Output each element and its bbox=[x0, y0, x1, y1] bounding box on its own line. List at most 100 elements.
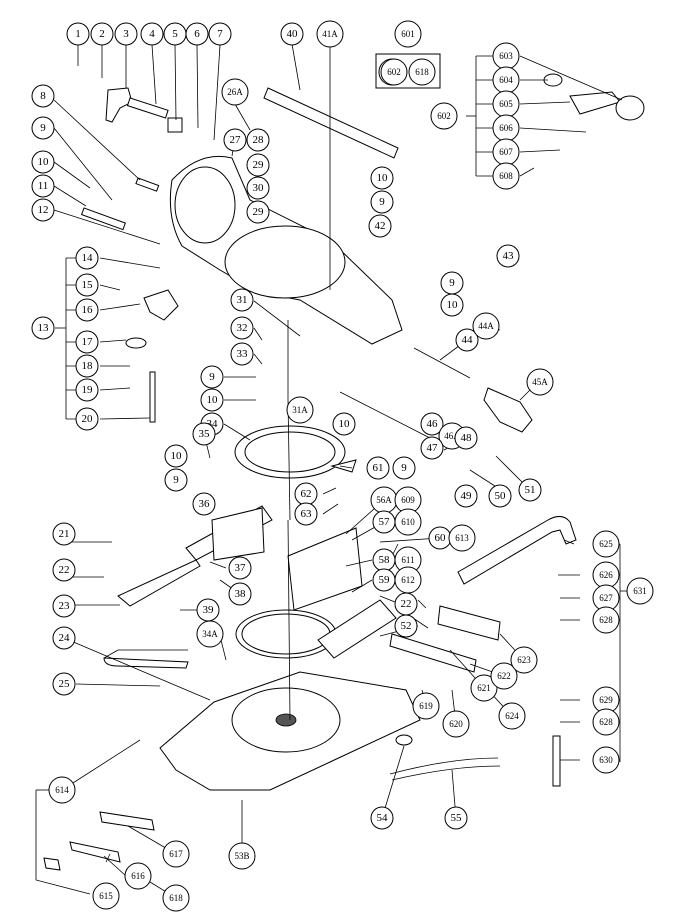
callout-circle bbox=[164, 468, 188, 492]
callout-44A: 44A bbox=[472, 312, 500, 340]
callout-label: 619 bbox=[419, 701, 433, 711]
callout-circle bbox=[48, 776, 76, 804]
callout-label: 61 bbox=[373, 462, 384, 474]
callout-15: 15 bbox=[75, 273, 99, 297]
callout-47: 47 bbox=[420, 436, 444, 460]
callout-label: 10 bbox=[207, 394, 219, 406]
callout-label: 50 bbox=[495, 490, 507, 502]
callout-circle bbox=[192, 492, 216, 516]
callout-label: 626 bbox=[599, 570, 613, 580]
callout-circle bbox=[185, 22, 209, 46]
callout-31A: 31A bbox=[286, 396, 314, 424]
callout-circle bbox=[592, 708, 620, 736]
callout-label: 26A bbox=[227, 87, 243, 97]
part-artwork bbox=[43, 73, 645, 871]
callout-circle bbox=[230, 288, 254, 312]
callout-label: 45A bbox=[532, 377, 548, 387]
callout-circle bbox=[392, 456, 416, 480]
callout-611: 611 bbox=[394, 546, 422, 574]
callout-618: 618 bbox=[162, 884, 190, 912]
callout-22: 22 bbox=[52, 558, 76, 582]
callout-45A: 45A bbox=[526, 368, 554, 396]
callout-label: 31A bbox=[292, 405, 308, 415]
callout-622: 622 bbox=[490, 662, 518, 690]
callout-circle bbox=[75, 354, 99, 378]
callout-circle bbox=[430, 102, 458, 130]
callout-624: 624 bbox=[498, 702, 526, 730]
callout-7: 7 bbox=[208, 22, 232, 46]
callout-49: 49 bbox=[454, 484, 478, 508]
callout-label: 22 bbox=[401, 598, 412, 610]
callout-label: 13 bbox=[38, 322, 50, 334]
callout-31: 31 bbox=[230, 288, 254, 312]
assembly-box-601 bbox=[375, 53, 441, 89]
callout-label: 2 bbox=[99, 28, 105, 40]
callout-30: 30 bbox=[246, 176, 270, 200]
callout-label: 44A bbox=[478, 321, 494, 331]
callout-circle bbox=[162, 840, 190, 868]
callout-circle bbox=[370, 190, 394, 214]
callout-circle bbox=[294, 502, 318, 526]
callout-label: 51 bbox=[525, 484, 536, 496]
callout-608: 608 bbox=[492, 162, 520, 190]
callout-label: 4 bbox=[149, 28, 155, 40]
callout-circle bbox=[52, 626, 76, 650]
callout-37: 37 bbox=[228, 556, 252, 580]
callout-label: 10 bbox=[377, 172, 389, 184]
callout-52: 52 bbox=[394, 614, 418, 638]
callout-22b: 22 bbox=[394, 592, 418, 616]
callout-label: 15 bbox=[82, 279, 94, 291]
callout-label: 36 bbox=[199, 498, 211, 510]
callout-34A: 34A bbox=[196, 620, 224, 648]
callout-label: 34A bbox=[202, 629, 218, 639]
callout-circle bbox=[286, 396, 314, 424]
callout-label: 615 bbox=[99, 891, 113, 901]
callout-circle bbox=[488, 484, 512, 508]
callout-628: 628 bbox=[592, 606, 620, 634]
callout-label: 18 bbox=[82, 360, 94, 372]
callout-circle bbox=[448, 524, 476, 552]
callout-8: 8 bbox=[31, 84, 55, 108]
callout-9: 9 bbox=[31, 116, 55, 140]
callout-63: 63 bbox=[294, 502, 318, 526]
callout-circle bbox=[140, 22, 164, 46]
callout-circle bbox=[455, 328, 479, 352]
callout-18: 18 bbox=[75, 354, 99, 378]
callout-14: 14 bbox=[75, 246, 99, 270]
callout-613: 613 bbox=[448, 524, 476, 552]
callout-label: 625 bbox=[599, 539, 613, 549]
callout-3: 3 bbox=[114, 22, 138, 46]
callout-38: 38 bbox=[228, 582, 252, 606]
callout-6: 6 bbox=[185, 22, 209, 46]
callout-623: 623 bbox=[510, 646, 538, 674]
callout-label: 34 bbox=[207, 418, 219, 430]
callout-label: 28 bbox=[253, 134, 265, 146]
callout-circle bbox=[221, 78, 249, 106]
callout-614: 614 bbox=[48, 776, 76, 804]
callout-label: 611 bbox=[401, 555, 414, 565]
callout-9f: 9 bbox=[392, 456, 416, 480]
callout-2: 2 bbox=[90, 22, 114, 46]
callout-circle bbox=[380, 58, 408, 86]
callout-label: 35 bbox=[199, 428, 211, 440]
callout-24: 24 bbox=[52, 626, 76, 650]
callout-label: 9 bbox=[209, 371, 215, 383]
callout-circle bbox=[280, 22, 304, 46]
callout-50: 50 bbox=[488, 484, 512, 508]
callout-17: 17 bbox=[75, 330, 99, 354]
callout-label: 601 bbox=[401, 29, 415, 39]
callout-circle bbox=[192, 422, 216, 446]
callout-circle bbox=[408, 58, 436, 86]
callout-circle bbox=[472, 312, 500, 340]
callout-28: 28 bbox=[246, 128, 270, 152]
callout-11: 11 bbox=[31, 174, 55, 198]
callout-circle bbox=[75, 330, 99, 354]
callout-label: 49 bbox=[461, 490, 473, 502]
callout-label: 628 bbox=[599, 717, 613, 727]
callout-label: 621 bbox=[477, 683, 491, 693]
callout-602b: 602 bbox=[430, 102, 458, 130]
callout-26A: 26A bbox=[221, 78, 249, 106]
callout-label: 603 bbox=[499, 51, 513, 61]
callout-circle bbox=[246, 153, 270, 177]
